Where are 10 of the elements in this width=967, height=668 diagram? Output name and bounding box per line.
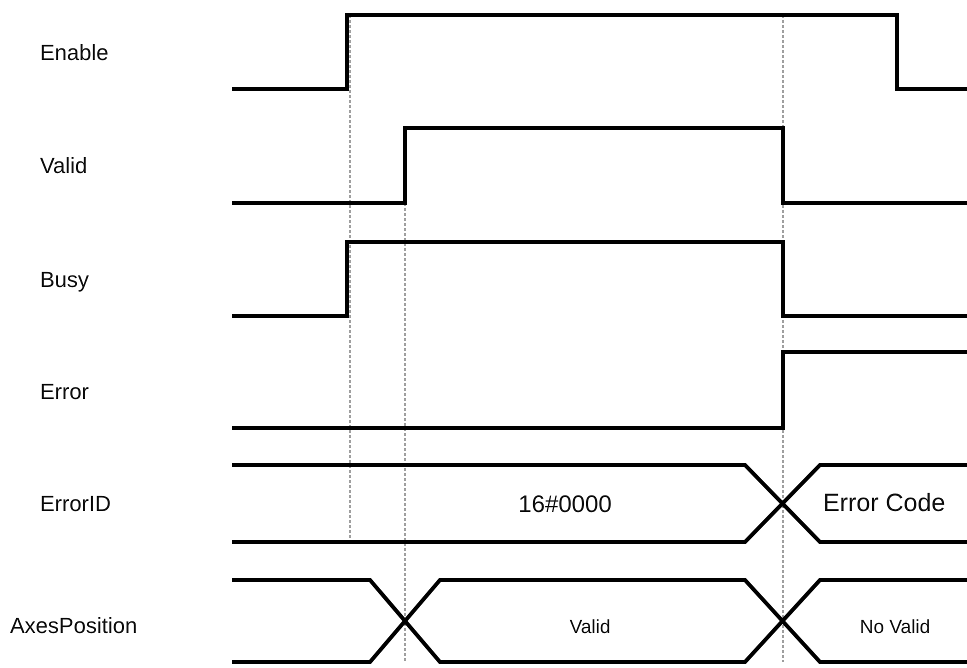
signal-name: ErrorID [40,493,111,515]
bus-value: 16#0000 [518,493,612,517]
signal-name: Error [40,381,89,403]
bus-value: Valid [570,618,610,637]
signal-name: AxesPosition [10,615,138,637]
bus-value: Error Code [823,491,946,516]
signal-name: Enable [40,42,109,64]
bus-value: No Valid [860,618,930,637]
signal-name: Valid [40,155,88,177]
signal-name: Busy [40,269,89,291]
